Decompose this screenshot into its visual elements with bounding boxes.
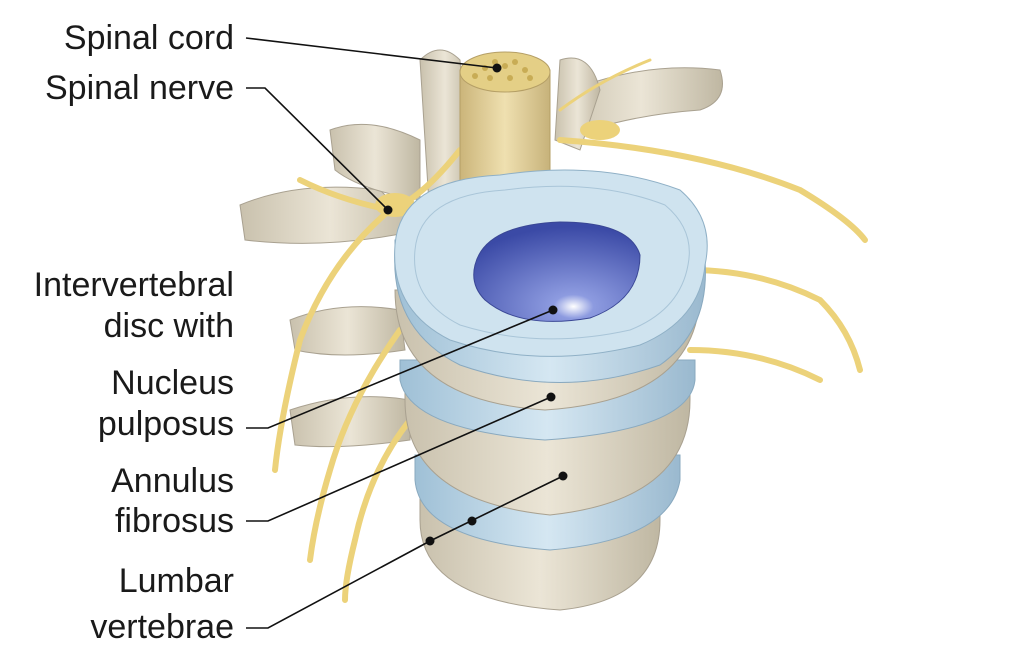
leader-nucleus <box>246 309 554 429</box>
label-disc-line2: disc with <box>103 307 234 345</box>
leader-dots <box>383 63 568 546</box>
leader-lumbar <box>246 475 564 629</box>
label-spinal-cord: Spinal cord <box>63 19 234 57</box>
leader-spinal-nerve <box>246 87 389 211</box>
spinal-ganglion-right <box>580 120 620 140</box>
spinal-nerves <box>272 58 868 603</box>
label-spinal-nerve: Spinal nerve <box>44 69 234 107</box>
label-lumbar-line1: Lumbar <box>118 562 234 600</box>
label-disc-line1: Intervertebral <box>33 266 234 304</box>
label-nucleus-line2: pulposus <box>97 405 234 443</box>
leader-annulus <box>246 396 552 522</box>
leader-spinal-cord <box>245 37 498 69</box>
intervertebral-disc <box>394 169 708 383</box>
label-annulus-line1: Annulus <box>111 462 234 500</box>
label-lumbar-line2: vertebrae <box>90 608 234 646</box>
leader-lines <box>245 37 564 629</box>
nucleus-pulposus <box>473 221 641 322</box>
vertebral-processes <box>239 49 723 448</box>
label-nucleus-line1: Nucleus <box>111 364 234 402</box>
label-annulus-line2: fibrosus <box>114 502 234 540</box>
